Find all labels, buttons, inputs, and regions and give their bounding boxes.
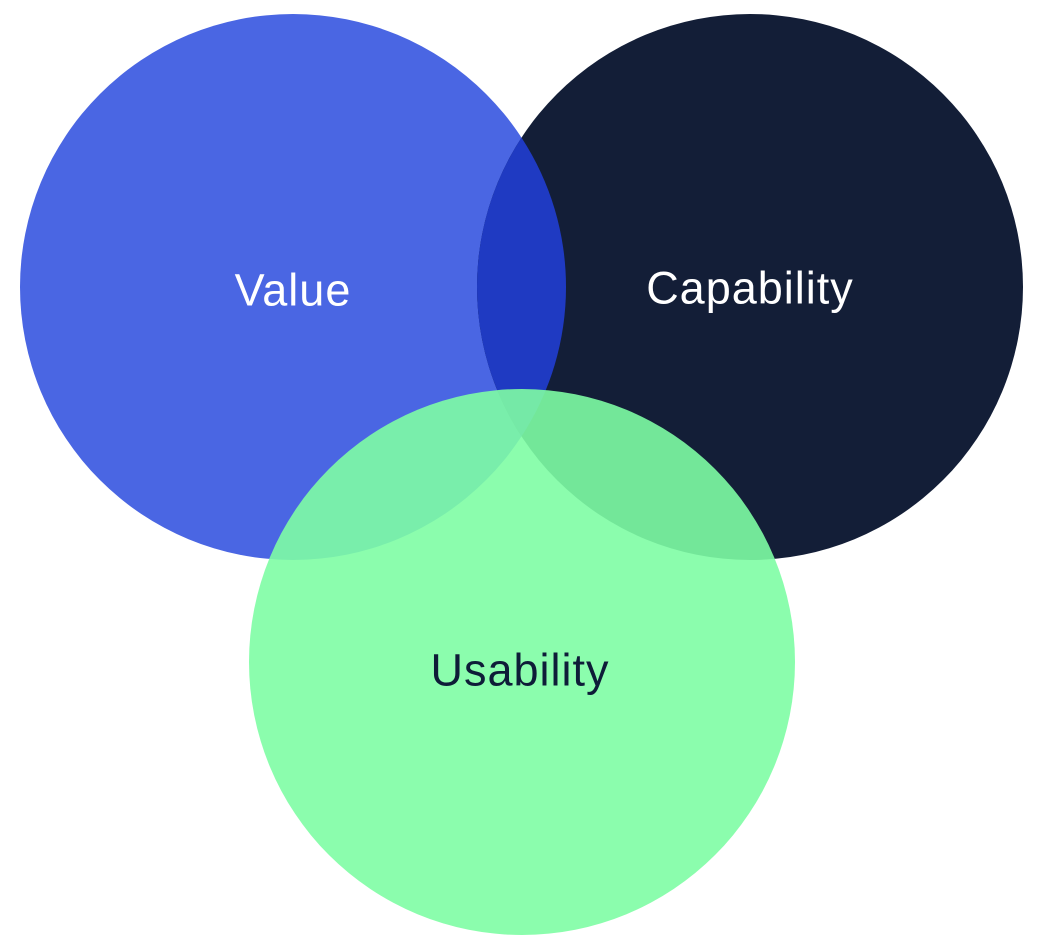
usability-label: Usability [430,645,609,696]
usability-circle [249,389,795,935]
value-capability-overlap [476,137,567,437]
capability-label: Capability [646,263,854,314]
value-label: Value [235,265,352,316]
